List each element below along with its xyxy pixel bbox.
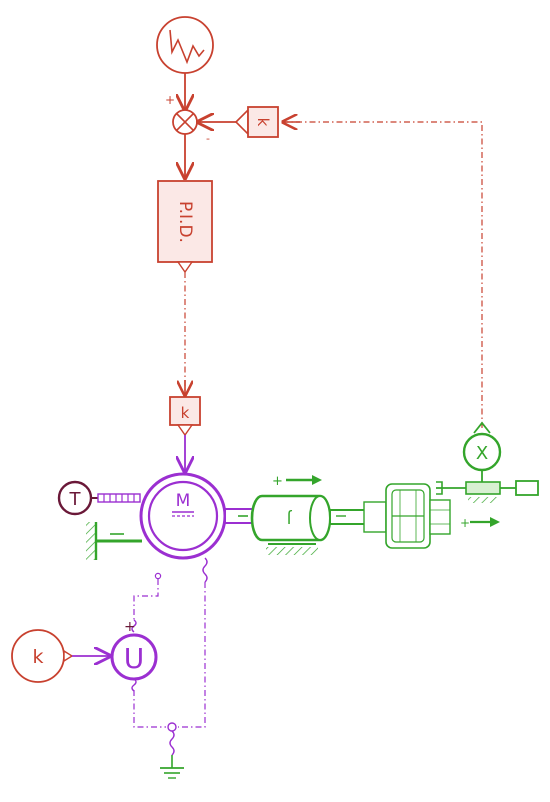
feedback-line [282,121,483,428]
motor [139,472,227,560]
motor-positive-lead [202,557,208,583]
inertia-direction-sign: + [272,474,283,489]
voltage-source-lead-top [131,619,137,633]
inertia-body [250,494,332,555]
pid-label: P.I.D. [175,201,195,243]
gearbox [363,483,451,549]
waveform-icon [169,29,205,65]
position-sensor [436,421,539,503]
motor-housing-ground [86,522,142,560]
forward-gain-label: k [181,404,190,422]
ground-symbol [160,767,184,779]
forward-gain-block [169,396,201,437]
motor-positive-wire [178,582,206,728]
motor-label: M [176,491,191,511]
torque-source [57,480,141,516]
sum-minus-sign: - [206,132,210,145]
position-sensor-label: X [476,443,488,464]
voltage-source-lead-bottom [131,678,137,692]
voltage-constant-label: k [32,646,43,668]
voltage-source-polarity: + [124,619,136,635]
motor-terminal-negative [154,572,162,580]
feedback-gain-block [234,106,279,138]
load-shaft [329,509,369,525]
voltage-source-label: U [124,642,145,675]
summing-junction [172,109,198,135]
feedback-gain-label: k [254,118,272,127]
sum-plus-sign: + [165,93,175,107]
voltage-constant-source [11,629,74,683]
inertia-label: J [287,509,292,527]
ground-node [167,722,177,768]
torque-source-label: T [69,489,82,510]
inertia-direction-arrow [286,475,322,485]
voltage-return-wire [133,690,166,728]
gearbox-direction-sign: + [460,516,470,530]
signal-source [156,16,214,74]
gearbox-direction-arrow [470,517,500,527]
motor-negative-wire [133,579,159,622]
torque-coupling-spring [97,493,141,503]
pid-block [157,180,213,274]
